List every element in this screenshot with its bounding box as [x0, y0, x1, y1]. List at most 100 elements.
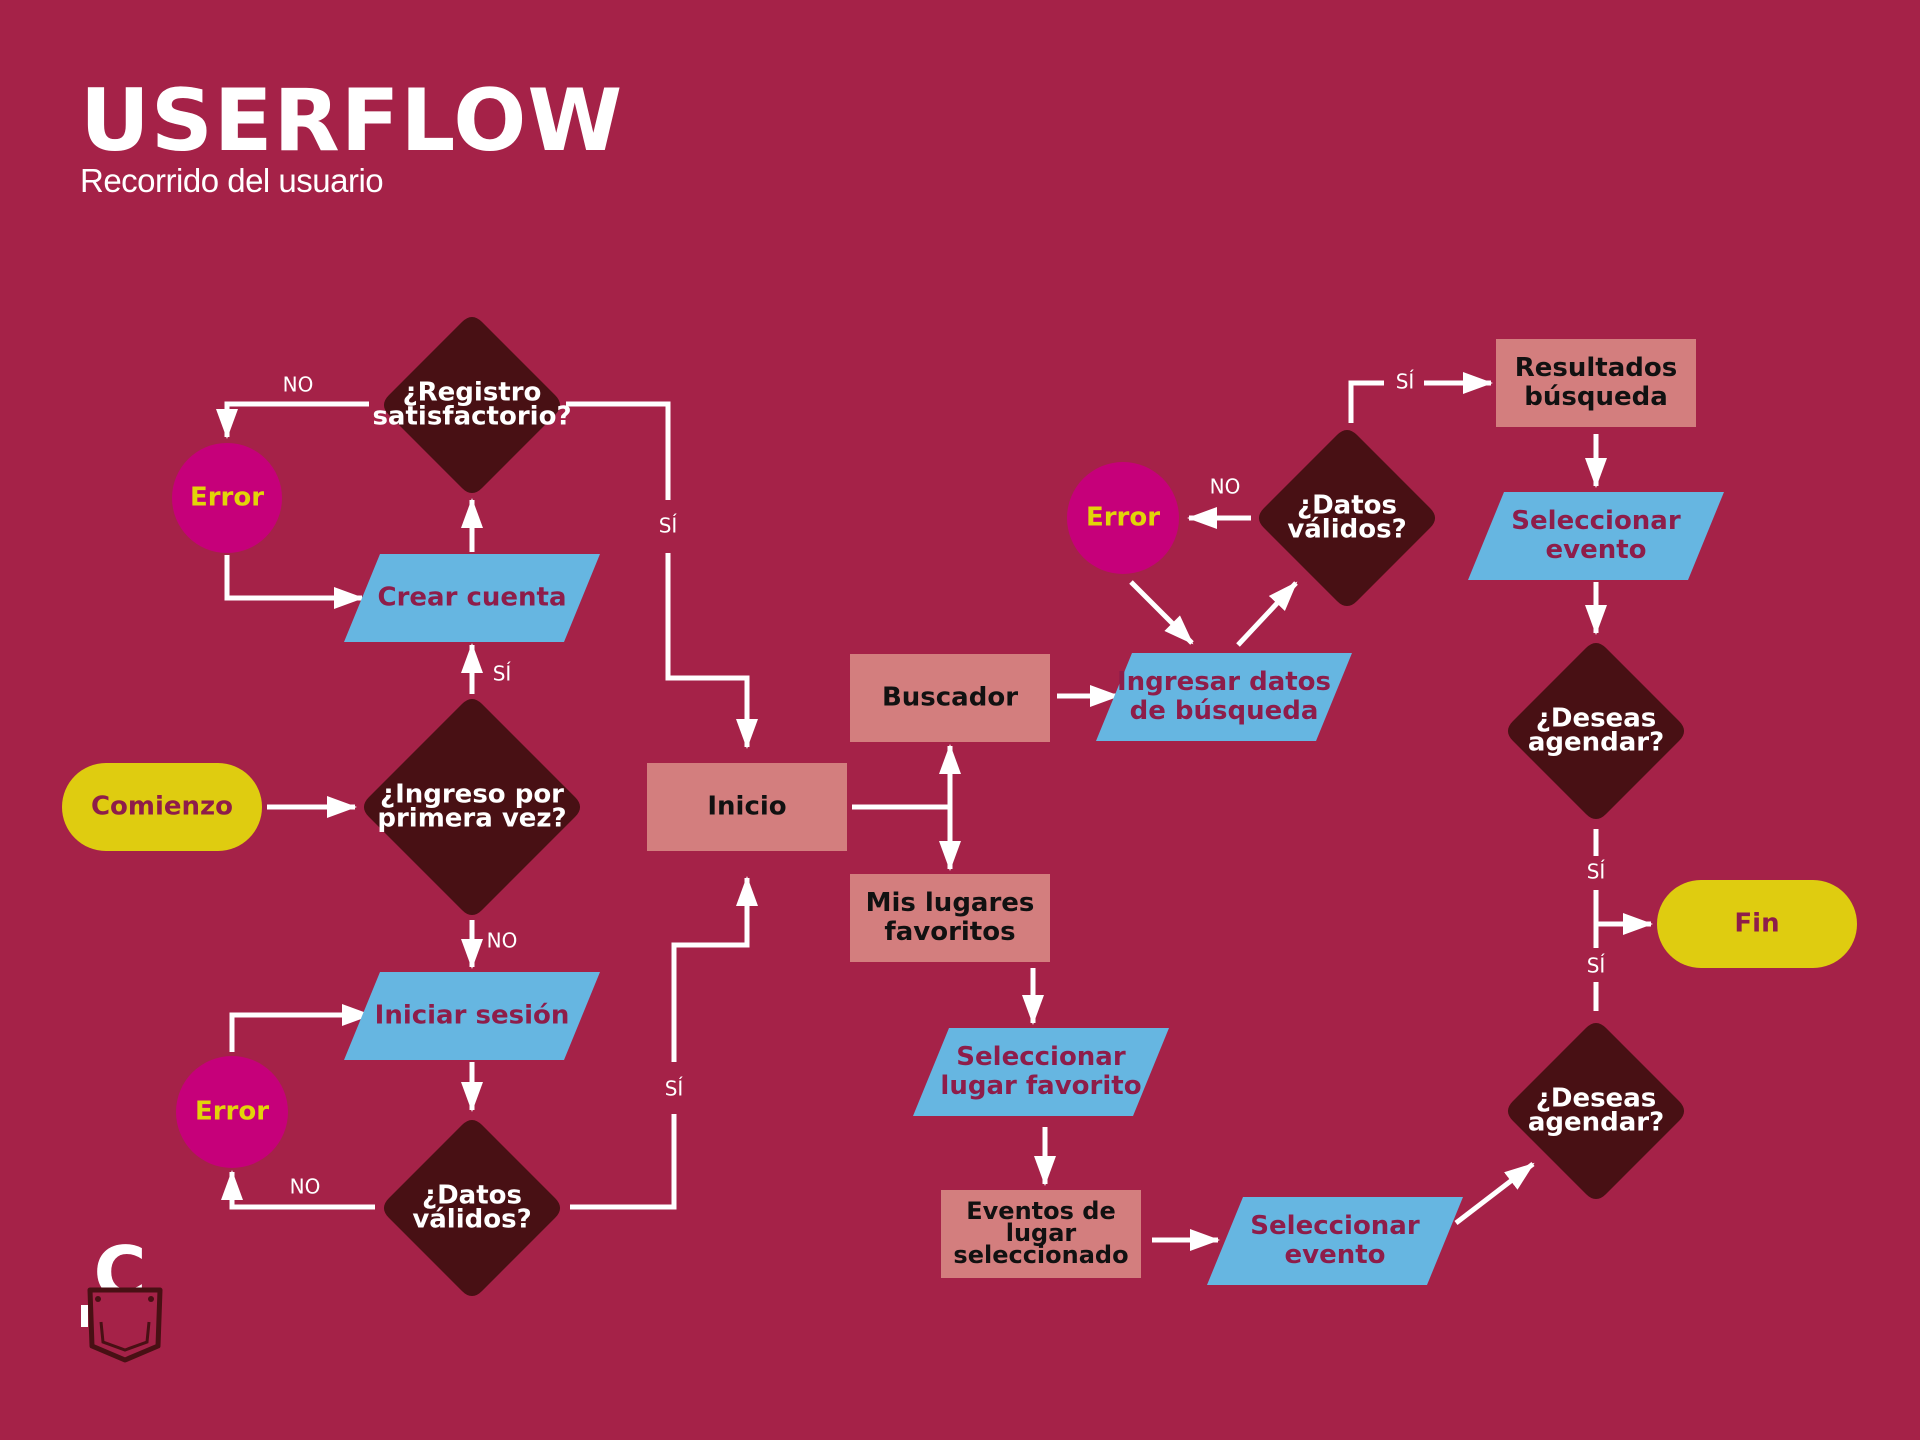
node-label: ¿Registro	[403, 378, 542, 408]
node-label: Buscador	[882, 683, 1018, 713]
process-shape	[647, 763, 847, 851]
node-label: Crear cuenta	[378, 583, 567, 613]
node-label: Error	[195, 1097, 269, 1127]
node-label: Seleccionar	[1250, 1211, 1420, 1241]
node-label: agendar?	[1528, 728, 1664, 758]
node-label: seleccionado	[953, 1241, 1128, 1269]
node-label: lugar favorito	[940, 1071, 1141, 1101]
decision-shape	[363, 698, 581, 916]
edge-label-registro-si: SÍ	[659, 514, 678, 538]
decision-shape	[383, 1119, 561, 1297]
node-label: Inicio	[707, 792, 786, 822]
node-label: lugar	[1006, 1219, 1077, 1247]
io-shape	[344, 972, 600, 1060]
page-title: USERFLOW	[80, 71, 624, 171]
node-iniciar: Iniciar sesión	[344, 972, 600, 1060]
edge-label-datos2-si: SÍ	[1396, 370, 1415, 394]
node-label: válidos?	[412, 1205, 531, 1235]
io-shape	[1207, 1197, 1463, 1285]
node-label: Fin	[1734, 909, 1779, 939]
node-buscador: Buscador	[850, 654, 1050, 742]
node-label: ¿Datos	[1297, 491, 1397, 521]
edge-registro-inicio-a	[566, 401, 671, 500]
node-label: Mis lugares	[866, 888, 1035, 918]
error-shape	[172, 443, 282, 553]
process-shape	[941, 1190, 1141, 1278]
node-inicio: Inicio	[647, 763, 847, 851]
decision-shape	[1258, 429, 1436, 607]
edge-error2-iniciar	[229, 1004, 372, 1052]
node-label: Error	[190, 483, 264, 513]
node-label: búsqueda	[1524, 382, 1668, 412]
node-label: Error	[1086, 503, 1160, 533]
node-label: agendar?	[1528, 1108, 1664, 1138]
error-shape	[1067, 462, 1179, 574]
decision-shape	[1507, 1022, 1685, 1200]
edge-error3-ingresar	[1129, 580, 1194, 645]
terminal-shape	[1657, 880, 1857, 968]
node-label: satisfactorio?	[372, 402, 571, 432]
node-error2: Error	[176, 1056, 288, 1168]
edge-label-datos1-no: NO	[290, 1175, 321, 1199]
node-label: Comienzo	[91, 792, 233, 822]
node-label: Resultados	[1515, 353, 1677, 383]
node-label: Eventos de	[966, 1197, 1115, 1225]
decision-shape	[383, 316, 561, 494]
page-subtitle: Recorrido del usuario	[80, 162, 384, 199]
edge-ingresar-datos2	[1236, 581, 1298, 647]
node-label: evento	[1545, 535, 1646, 565]
node-label: ¿Ingreso por	[380, 780, 564, 810]
io-shape	[1096, 653, 1352, 741]
edge-label-datos2-no: NO	[1210, 475, 1241, 499]
node-label: Seleccionar	[1511, 506, 1681, 536]
edge-selev-agendar2	[1454, 1162, 1535, 1225]
node-label: de búsqueda	[1130, 696, 1319, 726]
edge-label-datos1-si: SÍ	[665, 1077, 684, 1101]
io-shape	[913, 1028, 1169, 1116]
edge-label-ingreso-no: NO	[487, 929, 518, 953]
process-shape	[850, 654, 1050, 742]
process-shape	[850, 874, 1050, 962]
node-error3: Error	[1067, 462, 1179, 574]
terminal-shape	[62, 763, 262, 851]
node-label: favoritos	[884, 917, 1015, 947]
process-shape	[1496, 339, 1696, 427]
node-label: Ingresar datos	[1117, 667, 1331, 697]
edge-error1-crear	[224, 555, 364, 609]
edge-label-agendar1-si: SÍ	[1587, 860, 1606, 884]
edge-label-agendar2-si: SÍ	[1587, 954, 1606, 978]
node-label: primera vez?	[377, 804, 566, 834]
edge-registro-error1	[216, 401, 369, 439]
io-shape	[344, 554, 600, 642]
error-shape	[176, 1056, 288, 1168]
edge-datos1-inicio-a	[570, 1114, 677, 1210]
edge-datos1-error2	[221, 1170, 375, 1210]
node-crear: Crear cuenta	[344, 554, 600, 642]
node-label: ¿Deseas	[1536, 704, 1656, 734]
node-fin: Fin	[1657, 880, 1857, 968]
decision-shape	[1507, 642, 1685, 820]
edge-datos1-inicio-b	[671, 876, 758, 1062]
pocket-logo-icon: C	[81, 1231, 163, 1363]
node-label: Seleccionar	[956, 1042, 1126, 1072]
node-label: ¿Deseas	[1536, 1084, 1656, 1114]
edge-registro-inicio-b	[665, 553, 758, 749]
node-label: ¿Datos	[422, 1181, 522, 1211]
edges-layer	[216, 372, 1653, 1251]
edge-datos2-resultados	[1348, 380, 1384, 423]
